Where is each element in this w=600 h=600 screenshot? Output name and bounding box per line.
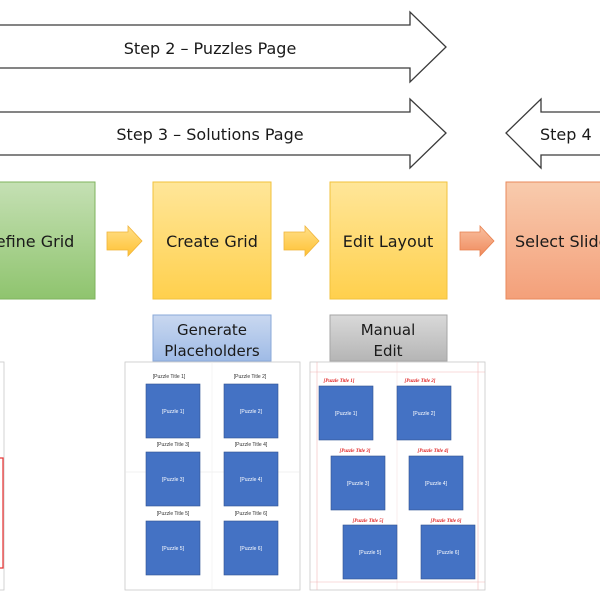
page-b-puzzle-box-4 bbox=[408, 455, 464, 511]
generate-label-line1: Generate bbox=[177, 321, 247, 339]
page-a-puzzle-box-5 bbox=[145, 520, 201, 576]
page-b-title-1: [Puzzle Title 1] bbox=[324, 379, 355, 384]
page-a-title-3: [Puzzle Title 3] bbox=[157, 442, 190, 448]
flow-arrow-3 bbox=[459, 224, 495, 258]
page-b-puzzle-2: [Puzzle 2] bbox=[413, 411, 436, 417]
page-a-puzzle-6: [Puzzle 6] bbox=[240, 546, 263, 552]
page-a-puzzle-box-4 bbox=[223, 451, 279, 507]
page-b-puzzle-box-6 bbox=[420, 524, 476, 580]
edit-layout-box: Edit Layout bbox=[329, 181, 448, 300]
page-a-title-4: [Puzzle Title 4] bbox=[235, 442, 268, 448]
page-b-title-3: [Puzzle Title 3] bbox=[340, 449, 371, 454]
page-a-puzzle-box-1 bbox=[145, 383, 201, 439]
page-b-puzzle-4: [Puzzle 4] bbox=[425, 481, 448, 487]
page-a-puzzle-box-3 bbox=[145, 451, 201, 507]
page-b-puzzle-box-2 bbox=[396, 385, 452, 441]
select-slides-label: Select Slide bbox=[515, 232, 600, 251]
page-a-puzzle-4: [Puzzle 4] bbox=[240, 477, 263, 483]
page-b-puzzle-5: [Puzzle 5] bbox=[359, 550, 382, 556]
page-b-title-4: [Puzzle Title 4] bbox=[418, 449, 449, 454]
step4-label: Step 4 bbox=[540, 125, 592, 144]
page-a-puzzle-1: [Puzzle 1] bbox=[162, 409, 185, 415]
page-b-puzzle-1: [Puzzle 1] bbox=[335, 411, 358, 417]
page-b-title-5: [Puzzle Title 5] bbox=[353, 519, 384, 524]
step3-arrow: Step 3 – Solutions Page bbox=[0, 97, 447, 170]
define-grid-label: efine Grid bbox=[0, 232, 74, 251]
page-a-title-2: [Puzzle Title 2] bbox=[234, 374, 267, 380]
manual-label-line1: Manual bbox=[361, 321, 416, 339]
page-a-puzzle-box-6 bbox=[223, 520, 279, 576]
flow-arrow-2 bbox=[283, 224, 320, 258]
step3-label: Step 3 – Solutions Page bbox=[116, 125, 303, 144]
page-a-title-5: [Puzzle Title 5] bbox=[157, 511, 190, 517]
select-slides-box: Select Slide bbox=[505, 181, 600, 300]
page-b-puzzle-box-5 bbox=[342, 524, 398, 580]
page-a-puzzle-3: [Puzzle 3] bbox=[162, 477, 185, 483]
step2-arrow: Step 2 – Puzzles Page bbox=[0, 10, 447, 84]
define-grid-box: efine Grid bbox=[0, 181, 96, 300]
page-b-puzzle-box-3 bbox=[330, 455, 386, 511]
page-b-puzzle-6: [Puzzle 6] bbox=[437, 550, 460, 556]
step2-label: Step 2 – Puzzles Page bbox=[124, 39, 297, 58]
page-a-puzzle-5: [Puzzle 5] bbox=[162, 546, 185, 552]
page-b-title-2: [Puzzle Title 2] bbox=[405, 379, 436, 384]
page-a-puzzle-2: [Puzzle 2] bbox=[240, 409, 263, 415]
step4-arrow: Step 4 bbox=[505, 97, 600, 170]
left-page-thumbnail bbox=[0, 361, 5, 591]
flow-arrow-1 bbox=[106, 224, 143, 258]
create-grid-box: Create Grid bbox=[152, 181, 272, 300]
edit-layout-label: Edit Layout bbox=[343, 232, 433, 251]
page-a-title-1: [Puzzle Title 1] bbox=[153, 374, 186, 380]
generate-label-line2: Placeholders bbox=[164, 342, 260, 360]
page-b-title-6: [Puzzle Title 6] bbox=[431, 519, 462, 524]
page-a-title-6: [Puzzle Title 6] bbox=[235, 511, 268, 517]
manual-label-line2: Edit bbox=[373, 342, 402, 360]
page-b-puzzle-box-1 bbox=[318, 385, 374, 441]
page-b-puzzle-3: [Puzzle 3] bbox=[347, 481, 370, 487]
generate-placeholders-box: Generate Placeholders bbox=[152, 314, 272, 362]
page-thumbnail-generated: [Puzzle Title 1] [Puzzle Title 2] [Puzzl… bbox=[124, 361, 301, 591]
manual-edit-box: Manual Edit bbox=[329, 314, 448, 362]
page-a-puzzle-box-2 bbox=[223, 383, 279, 439]
page-thumbnail-manual: [Puzzle Title 1] [Puzzle Title 2] [Puzzl… bbox=[309, 361, 486, 591]
create-grid-label: Create Grid bbox=[166, 232, 258, 251]
